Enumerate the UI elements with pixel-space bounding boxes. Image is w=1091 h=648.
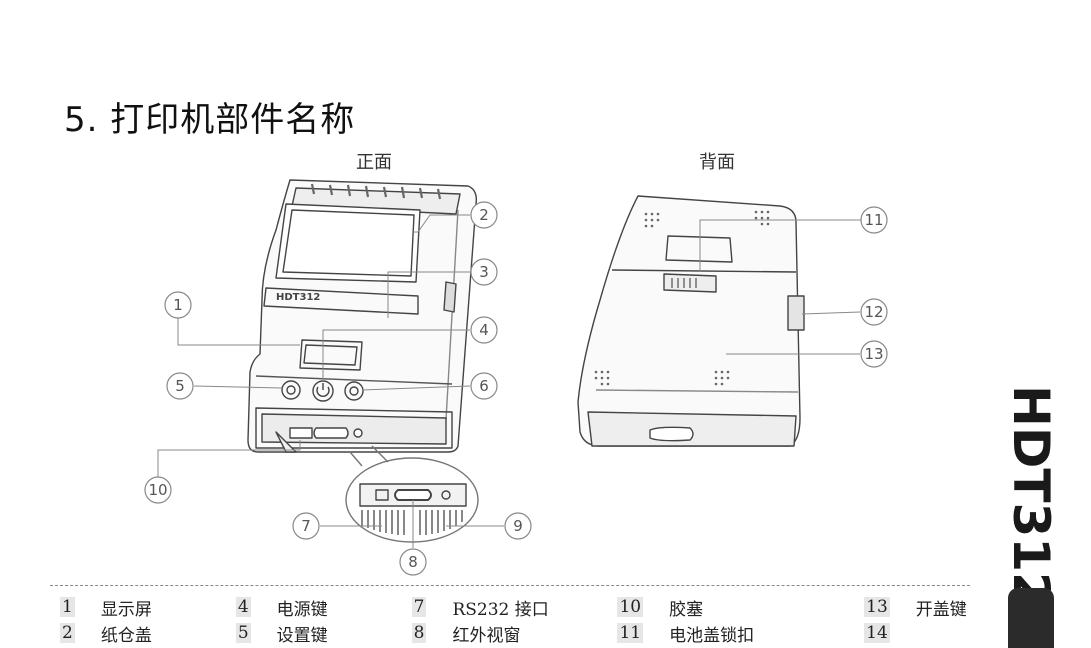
callout-11: 11 [864,211,883,229]
part-name: 电池盖锁扣 [669,625,755,646]
model-logo: HDT312 [276,292,320,303]
back-printer-illustration [577,195,805,447]
callout-4: 4 [479,321,489,339]
section-title: 5. 打印机部件名称 [64,92,355,141]
section-title-text: 打印机部件名称 [110,100,356,140]
callout-2: 2 [479,206,489,224]
part-number: 7 [411,597,427,617]
side-model-label: HDT312 [1002,385,1060,607]
part-name: 显示屏 [100,599,152,620]
callout-8: 8 [408,553,418,571]
part-name: 纸仓盖 [100,625,152,646]
part-number: 2 [60,623,75,643]
side-tab [1008,588,1054,648]
part-number: 10 [617,597,644,617]
callout-9: 9 [513,517,523,535]
part-number: 11 [617,623,644,643]
part-name: 胶塞 [669,599,704,620]
part-name: 设置键 [276,625,328,646]
callout-3: 3 [479,263,489,281]
part-number: 14 [864,623,890,643]
part-name: 红外视窗 [452,625,521,646]
part-name: RS232 接口 [452,599,549,620]
section-number: 5. [64,100,99,140]
callout-13: 13 [864,345,883,363]
front-printer-illustration [247,179,478,453]
speaker-holes-back [594,210,770,386]
callout-7: 7 [301,517,311,535]
part-number: 4 [235,597,251,617]
callout-5: 5 [175,377,185,395]
back-view-label: 背面 [699,152,735,173]
callout-10: 10 [148,481,167,499]
part-number: 5 [235,623,251,643]
part-number: 8 [411,623,427,643]
part-name: 电源键 [276,599,328,620]
parts-table: 1 显示屏 4 电源键 7 RS232 接口 10 胶塞 13 开盖键 2 纸仓… [60,594,1036,646]
callout-6: 6 [479,377,489,395]
part-name: 开盖键 [915,599,967,620]
part-number: 1 [60,597,75,617]
table-row: 1 显示屏 4 电源键 7 RS232 接口 10 胶塞 13 开盖键 [60,594,1036,620]
table-row: 2 纸仓盖 5 设置键 8 红外视窗 11 电池盖锁扣 14 [60,620,1036,646]
side-model-text: HDT312 [1002,385,1060,607]
callout-1: 1 [173,296,183,314]
front-view-label: 正面 [356,152,392,173]
part-number: 13 [864,597,890,617]
dashed-divider [50,585,970,586]
callout-12: 12 [864,303,883,321]
rs232-port-detail [345,445,479,543]
